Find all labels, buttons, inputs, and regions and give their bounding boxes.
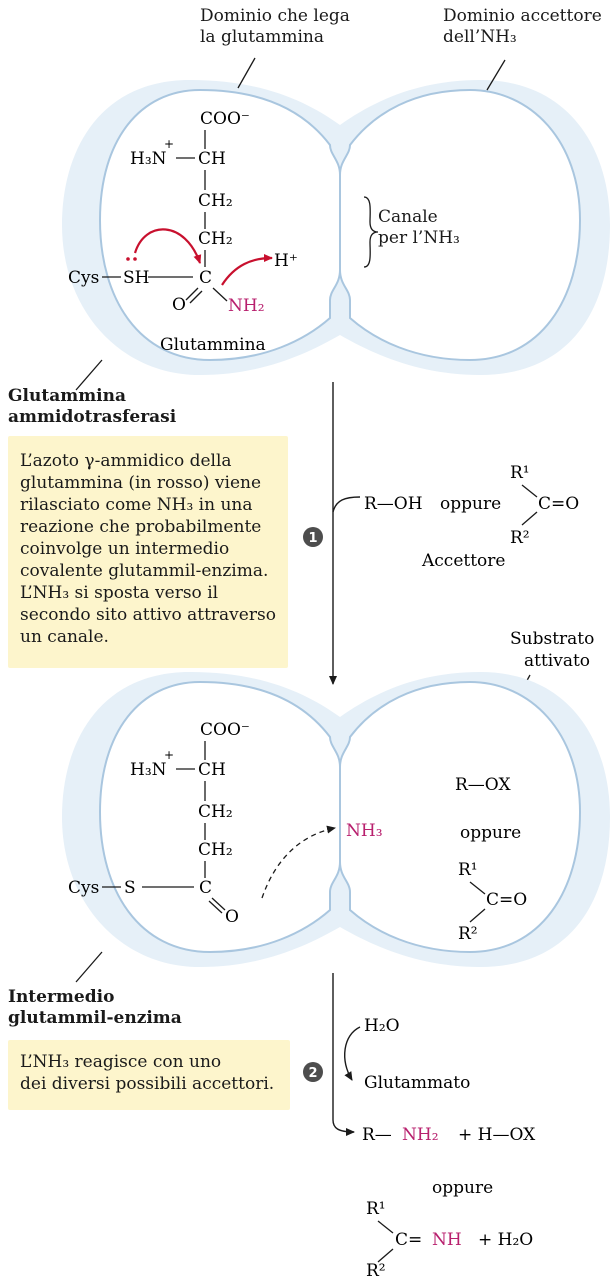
co-label: C=O xyxy=(486,890,527,910)
h3n-label: H₃N xyxy=(130,149,167,169)
ch2-label: CH₂ xyxy=(198,840,233,860)
r2-label: R² xyxy=(366,1261,386,1280)
nh2-label: NH₂ xyxy=(228,296,265,316)
ch2-label: CH₂ xyxy=(198,229,233,249)
note-line: secondo sito attivo attraverso xyxy=(20,605,276,625)
oxygen-label: O xyxy=(225,907,239,927)
electron-arrow xyxy=(133,228,202,264)
step1-note: L’azoto γ-ammidico della glutammina (in … xyxy=(8,436,288,668)
ch2-label: CH₂ xyxy=(198,802,233,822)
step-number-2: 2 xyxy=(308,1066,317,1081)
electron-arrow xyxy=(221,254,273,286)
leader-line xyxy=(75,359,103,391)
activated-label-2: attivato xyxy=(524,651,590,671)
acceptor-label: Accettore xyxy=(421,551,505,571)
oppure-label: oppure xyxy=(440,494,501,514)
coo-label: COO⁻ xyxy=(200,109,250,129)
enzyme-bottom: COO⁻ H₃N + CH CH₂ CH₂ C O Cys S NH₃ R—OX… xyxy=(62,672,610,967)
r1-label: R¹ xyxy=(458,860,478,880)
r2-label: R² xyxy=(510,528,530,548)
plus-charge: + xyxy=(164,748,174,762)
glutamine-domain-shape xyxy=(98,680,341,954)
ch-label: CH xyxy=(198,149,226,169)
cys-label: Cys xyxy=(68,878,99,898)
r1-label: R¹ xyxy=(366,1199,386,1219)
co-label: C=O xyxy=(538,494,579,514)
ch2-label: CH₂ xyxy=(198,191,233,211)
label-line: Dominio accettore xyxy=(443,6,602,26)
amine-nh2-label: NH₂ xyxy=(402,1125,439,1145)
h3n-label: H₃N xyxy=(130,760,167,780)
s-label: S xyxy=(124,878,136,898)
sh-label: SH xyxy=(123,268,149,288)
note-line: dei diversi possibili accettori. xyxy=(20,1074,275,1094)
acceptor-domain-shape xyxy=(339,88,582,362)
r-bond-label: R— xyxy=(362,1125,392,1145)
oppure-label: oppure xyxy=(432,1178,493,1198)
label-line: per l’NH₃ xyxy=(378,228,460,248)
plus-charge: + xyxy=(164,137,174,151)
product-arrow xyxy=(332,1119,355,1136)
acceptor-branch xyxy=(332,496,361,513)
oxygen-label: O xyxy=(172,295,186,315)
activated-label-1: Substrato xyxy=(510,629,594,649)
glutamate-label: Glutammato xyxy=(364,1073,470,1093)
step-badge-1 xyxy=(303,527,323,547)
acceptor-domain-label: Dominio accettore dell’NH₃ xyxy=(443,6,602,48)
label-line: ammidotrasferasi xyxy=(8,407,177,427)
note-line: L’NH₃ si sposta verso il xyxy=(20,583,219,603)
r1-label: R¹ xyxy=(510,463,530,483)
note-line: rilasciato come NH₃ in una xyxy=(20,495,253,515)
note-line: un canale. xyxy=(20,627,109,647)
nh3-release-arrow xyxy=(261,825,336,899)
label-line: Canale xyxy=(378,207,438,227)
note-line: covalente glutammil-enzima. xyxy=(20,561,269,581)
plus-water-label: + H₂O xyxy=(478,1230,533,1250)
channel-brace xyxy=(363,196,379,268)
channel-label: Canale per l’NH₃ xyxy=(378,207,460,249)
label-line: glutammil-enzima xyxy=(8,1008,182,1028)
rox-label: R—OX xyxy=(455,775,511,795)
label-line: Glutammina xyxy=(8,386,127,406)
leader-line xyxy=(237,57,256,89)
leader-line xyxy=(486,59,506,91)
note-line: coinvolge un intermedio xyxy=(20,539,230,559)
r2-label: R² xyxy=(458,924,478,944)
ch-label: CH xyxy=(198,760,226,780)
coo-label: COO⁻ xyxy=(200,720,250,740)
enzyme-name-top: Glutammina ammidotrasferasi xyxy=(8,386,176,428)
step-badge-2 xyxy=(303,1062,323,1082)
acceptor-domain-shape xyxy=(339,680,582,954)
leader-line xyxy=(75,951,103,983)
note-line: glutammina (in rosso) viene xyxy=(20,473,262,493)
hox-label: + H—OX xyxy=(458,1125,536,1145)
label-line: dell’NH₃ xyxy=(443,27,517,47)
enzyme-name-bottom: Intermedio glutammil-enzima xyxy=(8,987,182,1029)
glutamine-domain-shape xyxy=(98,88,341,362)
water-label: H₂O xyxy=(364,1016,400,1036)
step-number-1: 1 xyxy=(308,531,317,546)
glutamine-domain-label: Dominio che lega la glutammina xyxy=(200,6,350,48)
roh-label: R—OH xyxy=(364,494,423,514)
label-line: la glutammina xyxy=(200,27,324,47)
oppure-label: oppure xyxy=(460,823,521,843)
note-line: L’NH₃ reagisce con uno xyxy=(20,1052,222,1072)
label-line: Intermedio xyxy=(8,987,115,1007)
enzyme-top: COO⁻ H₃N + CH CH₂ CH₂ C O NH₂ Glutammina… xyxy=(62,57,610,375)
water-glutamate-arrow xyxy=(344,1026,361,1081)
carbon-label: C xyxy=(199,268,212,288)
label-line: Dominio che lega xyxy=(200,6,350,26)
note-line: L’azoto γ-ammidico della xyxy=(20,451,232,471)
c-double-label: C= xyxy=(395,1230,422,1250)
glutamine-name: Glutammina xyxy=(160,335,266,355)
hplus-label: H⁺ xyxy=(274,251,298,271)
cys-label: Cys xyxy=(68,268,99,288)
imine-nh-label: NH xyxy=(432,1230,462,1250)
carbon-label: C xyxy=(199,878,212,898)
note-line: reazione che probabilmente xyxy=(20,517,262,537)
step2-note: L’NH₃ reagisce con uno dei diversi possi… xyxy=(8,1040,290,1110)
nh3-label: NH₃ xyxy=(346,821,383,841)
